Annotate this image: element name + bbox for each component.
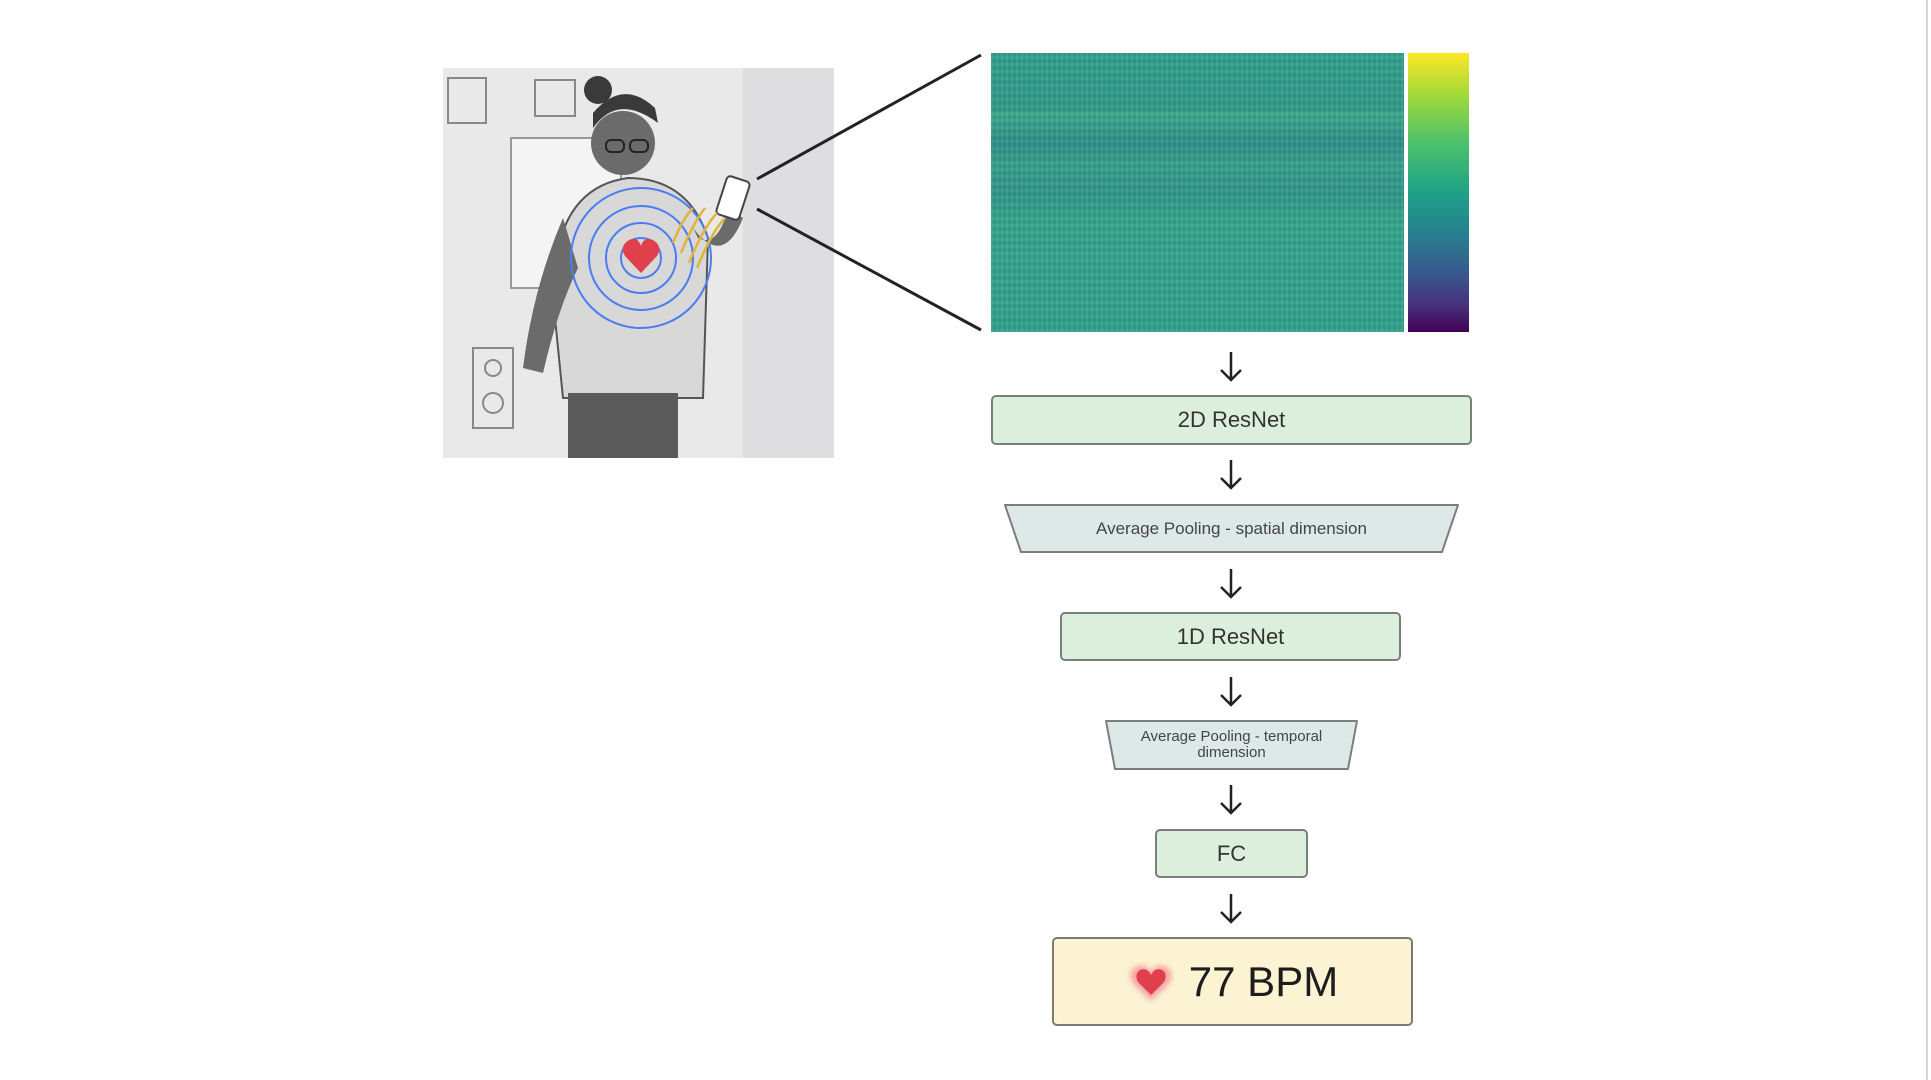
fc-block: FC	[1155, 829, 1308, 878]
arrow-down-icon	[1220, 569, 1242, 599]
person-illustration	[443, 68, 834, 458]
bpm-value: 77 BPM	[1188, 957, 1339, 1005]
right-edge-divider	[1926, 0, 1928, 1080]
heart-icon	[1130, 964, 1172, 1001]
fc-label: FC	[1216, 840, 1247, 866]
colorbar	[1408, 53, 1469, 332]
heart-rate-output: 77 BPM	[1052, 937, 1413, 1026]
arrow-down-icon	[1220, 352, 1242, 382]
avg-pool-temporal-label-line1: Average Pooling - temporal	[1140, 728, 1323, 746]
avg-pool-temporal-block: Average Pooling - temporal dimension	[1105, 720, 1358, 770]
avg-pool-temporal-label-line2: dimension	[1197, 744, 1266, 761]
arrow-down-icon	[1220, 677, 1242, 707]
resnet-2d-label: 2D ResNet	[1177, 407, 1286, 432]
avg-pool-spatial-label: Average Pooling - spatial dimension	[1096, 518, 1367, 538]
radar-spectrogram	[991, 53, 1404, 332]
resnet-2d-block: 2D ResNet	[991, 395, 1472, 445]
arrow-down-icon	[1220, 894, 1242, 924]
resnet-1d-block: 1D ResNet	[1060, 612, 1401, 661]
arrow-down-icon	[1220, 785, 1242, 815]
arrow-down-icon	[1220, 460, 1242, 490]
avg-pool-spatial-block: Average Pooling - spatial dimension	[1004, 504, 1459, 553]
resnet-1d-label: 1D ResNet	[1176, 623, 1285, 649]
